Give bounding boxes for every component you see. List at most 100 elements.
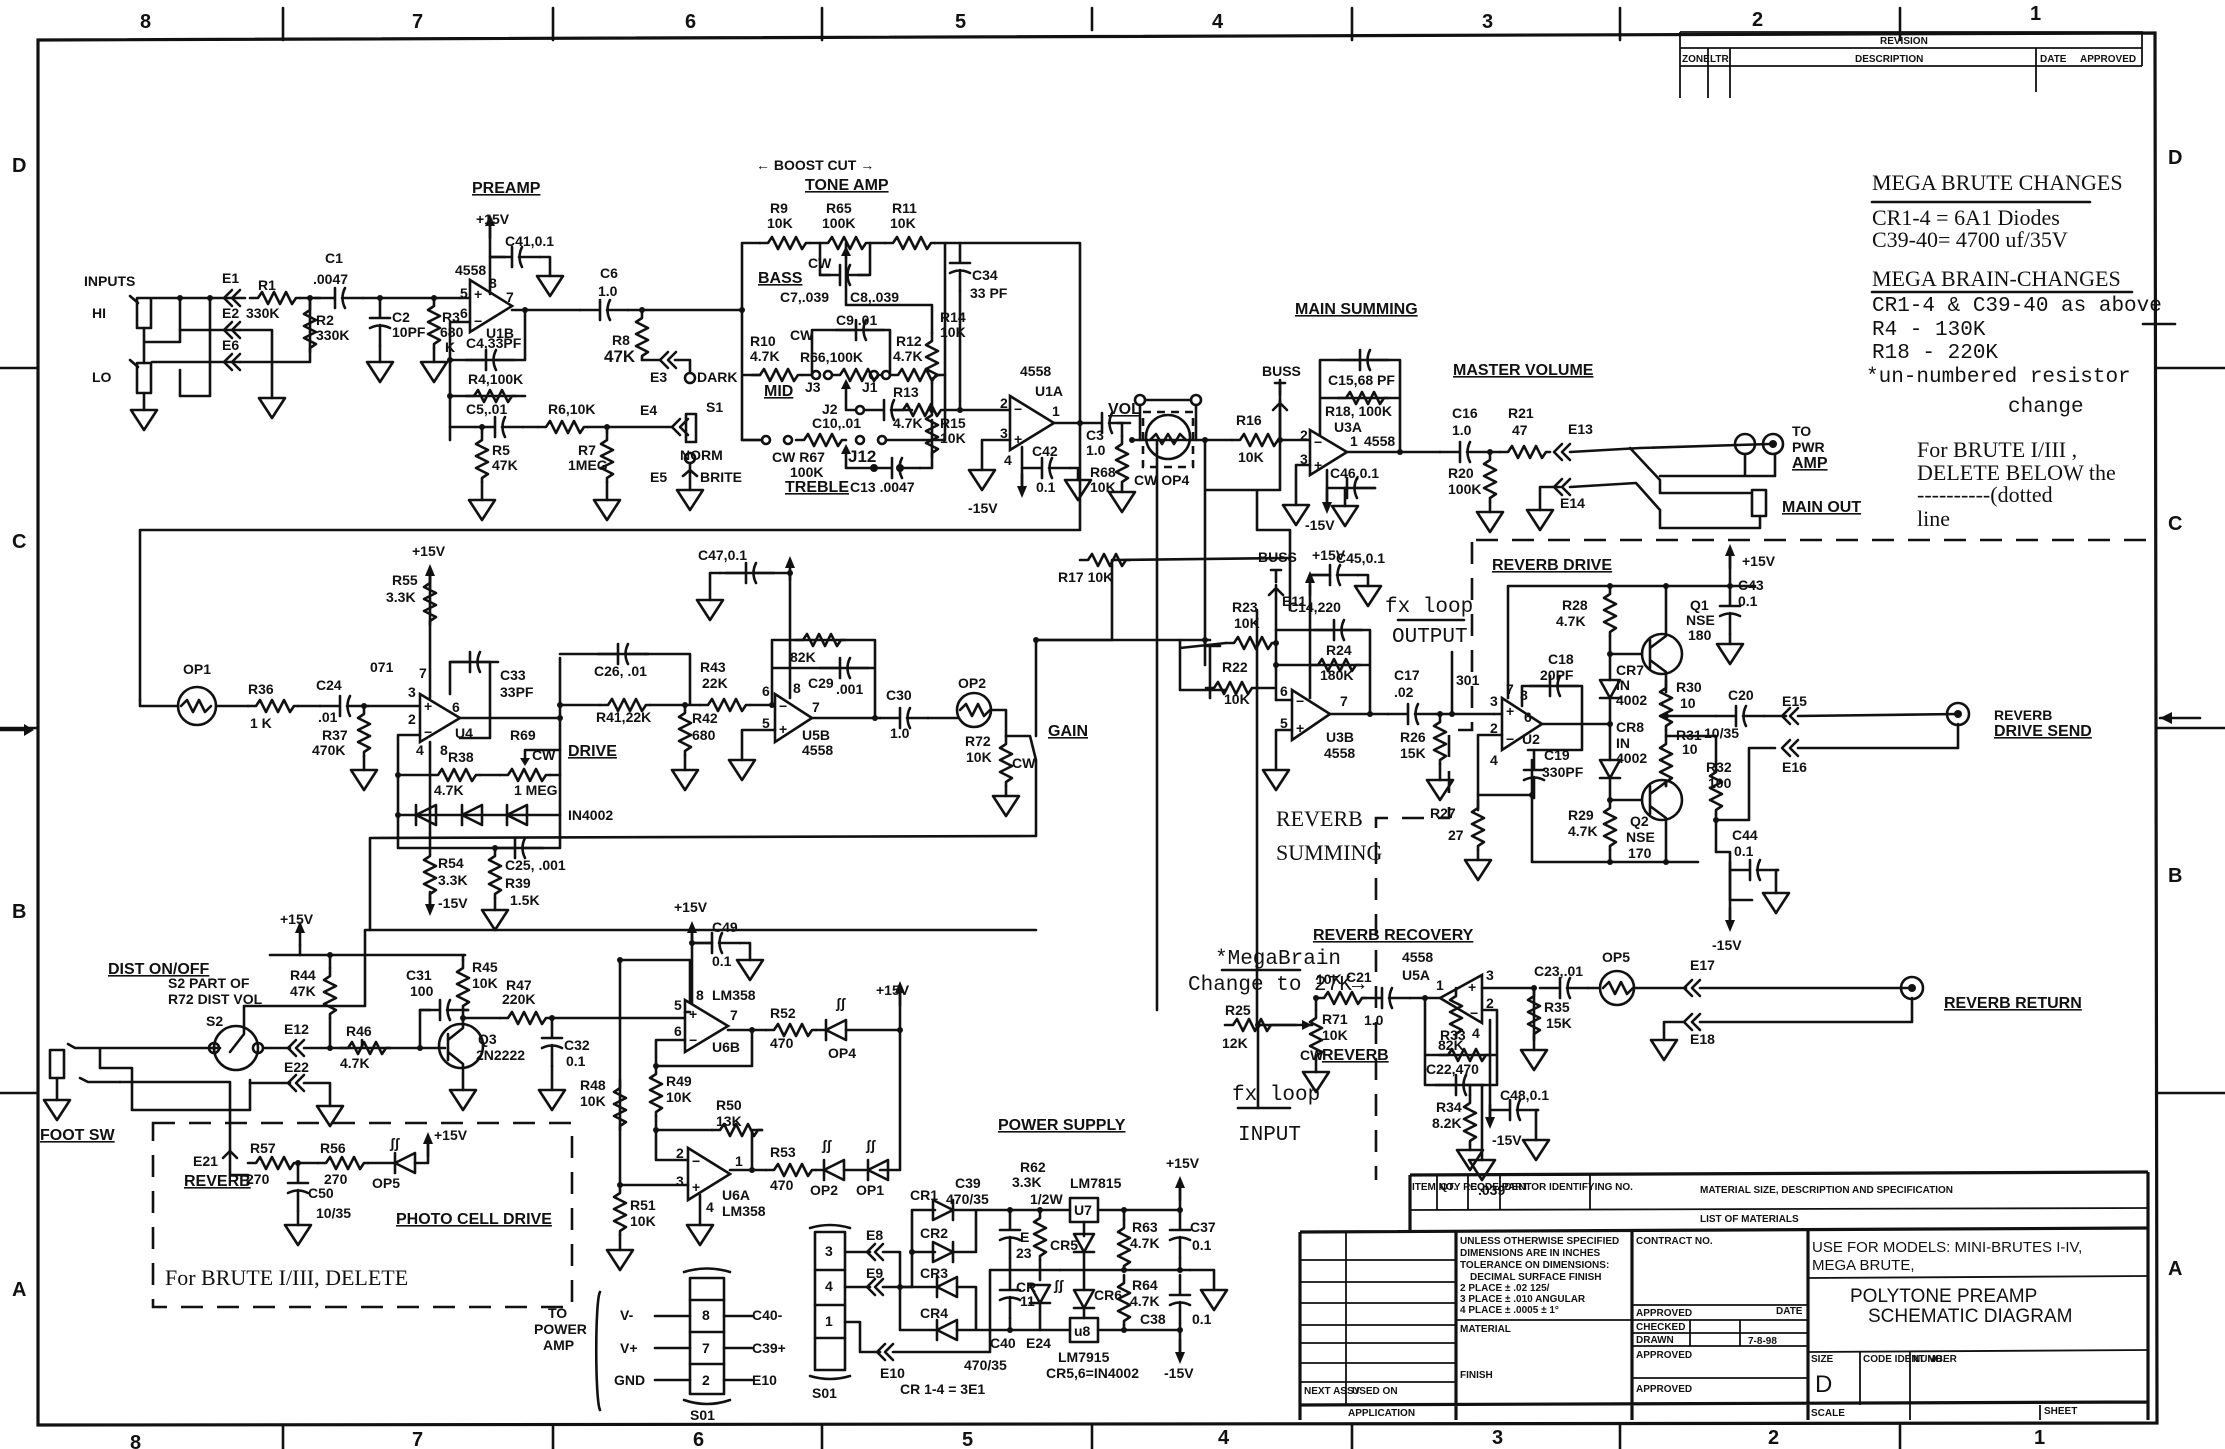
- svg-text:7: 7: [1340, 693, 1348, 709]
- diode-in4002-label: IN4002: [568, 807, 613, 823]
- u4-plus15v: +15V: [412, 543, 446, 559]
- c44-value: 0.1: [1734, 843, 1754, 859]
- reverb-summing-1: REVERB: [1276, 806, 1363, 831]
- volume-section: C3 1.0 VOL R68 10K CW OP4 R16 10K BUSS: [1080, 363, 1322, 1012]
- to-pwr-amp-jack[interactable]: [1761, 432, 1785, 456]
- dist-on-off-label: DIST ON/OFF: [108, 961, 210, 978]
- svg-text:5: 5: [674, 997, 682, 1013]
- reverb-drive-send-jack[interactable]: [1945, 701, 1971, 727]
- e14-label: E14: [1560, 495, 1585, 511]
- j12-label: J12: [848, 447, 876, 466]
- svg-text:+: +: [779, 721, 787, 737]
- opamp-u2: [1500, 695, 1545, 753]
- list-header-code: CODE IDENT: [1470, 1182, 1532, 1193]
- reverb-return-label: REVERB RETURN: [1944, 995, 2082, 1012]
- cr7-type1: IN: [1616, 677, 1630, 693]
- r9-value: 10K: [767, 215, 793, 231]
- u6a-type: LM358: [722, 1203, 766, 1219]
- ps-plus15v: +15V: [1166, 1155, 1200, 1171]
- to-pwr-amp-1: TO: [1792, 423, 1811, 439]
- r65-label: R65: [826, 200, 852, 216]
- cr5-label: CR5: [1050, 1237, 1078, 1253]
- reverb-pot-label: REVERB: [1322, 1047, 1389, 1064]
- opamp-u5b: [773, 691, 815, 745]
- e13-label: E13: [1568, 421, 1593, 437]
- r12-label: R12: [896, 333, 922, 349]
- e2-label: E2: [222, 305, 239, 321]
- svg-text:8: 8: [440, 742, 448, 758]
- svg-text:+: +: [692, 1179, 700, 1195]
- tolerance-line-4: DECIMAL SURFACE FINISH: [1470, 1272, 1602, 1283]
- q1-num: 180: [1688, 627, 1712, 643]
- r47-label: R47: [506, 977, 532, 993]
- svg-text:2: 2: [408, 711, 416, 727]
- r36-label: R36: [248, 681, 274, 697]
- zone-right-b: B: [2168, 865, 2182, 887]
- tone-amp-title: TONE AMP: [805, 177, 889, 194]
- r64-value: 4.7K: [1130, 1293, 1160, 1309]
- r57-label: R57: [250, 1140, 276, 1156]
- r32-value: 100: [1708, 775, 1732, 791]
- u2-type: 301: [1456, 672, 1480, 688]
- application-label: APPLICATION: [1348, 1408, 1415, 1419]
- fx-loop-input-2: INPUT: [1238, 1124, 1301, 1147]
- r13-value: 4.7K: [893, 415, 923, 431]
- r43-value: 22K: [702, 675, 728, 691]
- u3a-label: U3A: [1334, 419, 1362, 435]
- r37-label: R37: [322, 727, 348, 743]
- c48-label: C48,0.1: [1500, 1087, 1549, 1103]
- zone-top-2: 2: [1752, 9, 1763, 31]
- cr1-label: CR1: [910, 1187, 938, 1203]
- r15-label: R15: [940, 415, 966, 431]
- s01-label-left: S01: [690, 1407, 715, 1423]
- foot-switch-jack[interactable]: [48, 1048, 66, 1080]
- svg-text:8: 8: [1520, 687, 1528, 703]
- s01-signal-vplus: V+: [620, 1340, 638, 1356]
- c31-value: 100: [410, 983, 434, 999]
- c50-label: C50: [308, 1185, 334, 1201]
- c40-value: 470/35: [964, 1357, 1007, 1373]
- svg-text:+: +: [1314, 457, 1322, 473]
- contract-label: CONTRACT NO.: [1636, 1236, 1713, 1247]
- switch-s2[interactable]: [212, 1024, 260, 1072]
- svg-text:+: +: [689, 1006, 697, 1022]
- r11-value: 10K: [890, 215, 916, 231]
- r52-value: 470: [770, 1035, 794, 1051]
- svg-text:−: −: [1470, 1005, 1478, 1021]
- r9-label: R9: [770, 200, 788, 216]
- q1-type: NSE: [1686, 612, 1715, 628]
- reverb-summing-section: R23 10K R22 10K BUSS E11 C14,220 R24 180…: [1178, 547, 1496, 865]
- cr2-label: CR2: [920, 1225, 948, 1241]
- r14-label: R14: [940, 309, 966, 325]
- r24-value: 180K: [1320, 667, 1353, 683]
- r51-label: R51: [630, 1197, 656, 1213]
- u1a-minus15v: -15V: [968, 500, 998, 516]
- s01-signal-gnd: GND: [614, 1372, 645, 1388]
- main-out-jack[interactable]: [1750, 488, 1768, 518]
- reverb-drive-send-2: DRIVE SEND: [1994, 723, 2092, 740]
- r21-label: R21: [1508, 405, 1534, 421]
- zone-bottom-8: 8: [130, 1432, 141, 1449]
- reverb-summing-2: SUMMING: [1276, 840, 1382, 865]
- op4-label: CW OP4: [1134, 472, 1189, 488]
- zone-bottom-1: 1: [2034, 1427, 2045, 1449]
- c37-label: C37: [1190, 1219, 1216, 1235]
- svg-text:3: 3: [1486, 967, 1494, 983]
- r71-value: 10K: [1322, 1027, 1348, 1043]
- op5-label: OP5: [1602, 949, 1630, 965]
- megabrain-change-1: *MegaBrain: [1215, 948, 1341, 971]
- s1-label: S1: [706, 399, 723, 415]
- use-for-models: USE FOR MODELS: MINI-BRUTES I-IV,: [1812, 1239, 2082, 1256]
- switch-s1[interactable]: [684, 412, 698, 444]
- svg-text:7: 7: [730, 1007, 738, 1023]
- s01-pin-3: 3: [825, 1243, 833, 1259]
- svg-text:+: +: [424, 698, 432, 714]
- j1-label: J1: [862, 379, 878, 395]
- r46-value: 4.7K: [340, 1055, 370, 1071]
- svg-text:ʃʃ: ʃʃ: [389, 1135, 401, 1151]
- c41-label: C41,0.1: [505, 233, 554, 249]
- r72-value: 10K: [966, 749, 992, 765]
- c33-label: C33: [500, 667, 526, 683]
- c33-value: 33PF: [500, 684, 534, 700]
- reverb-return-jack[interactable]: [1899, 975, 1925, 1001]
